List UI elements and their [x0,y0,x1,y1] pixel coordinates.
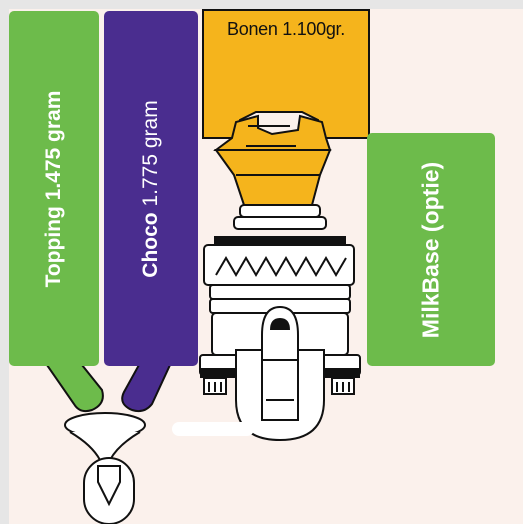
grinder-neck [214,204,346,246]
bean-hopper [202,9,370,206]
milkbase-label: MilkBase (optie) [417,161,444,338]
choco-bin: Choco 1.775 gram [104,11,198,366]
topping-label: Topping 1.475 gram [42,90,65,287]
mixing-funnel [64,412,146,524]
milk-line [172,422,254,436]
choco-label-name: Choco [139,211,162,278]
milkbase-bin: MilkBase (optie) [367,133,495,366]
beans-label: Bonen 1.100gr. [227,19,345,39]
choco-label: Choco 1.775 gram [139,100,163,277]
choco-label-amount: 1.775 gram [139,99,162,212]
topping-bin: Topping 1.475 gram [9,11,99,366]
brew-unit [235,305,325,442]
